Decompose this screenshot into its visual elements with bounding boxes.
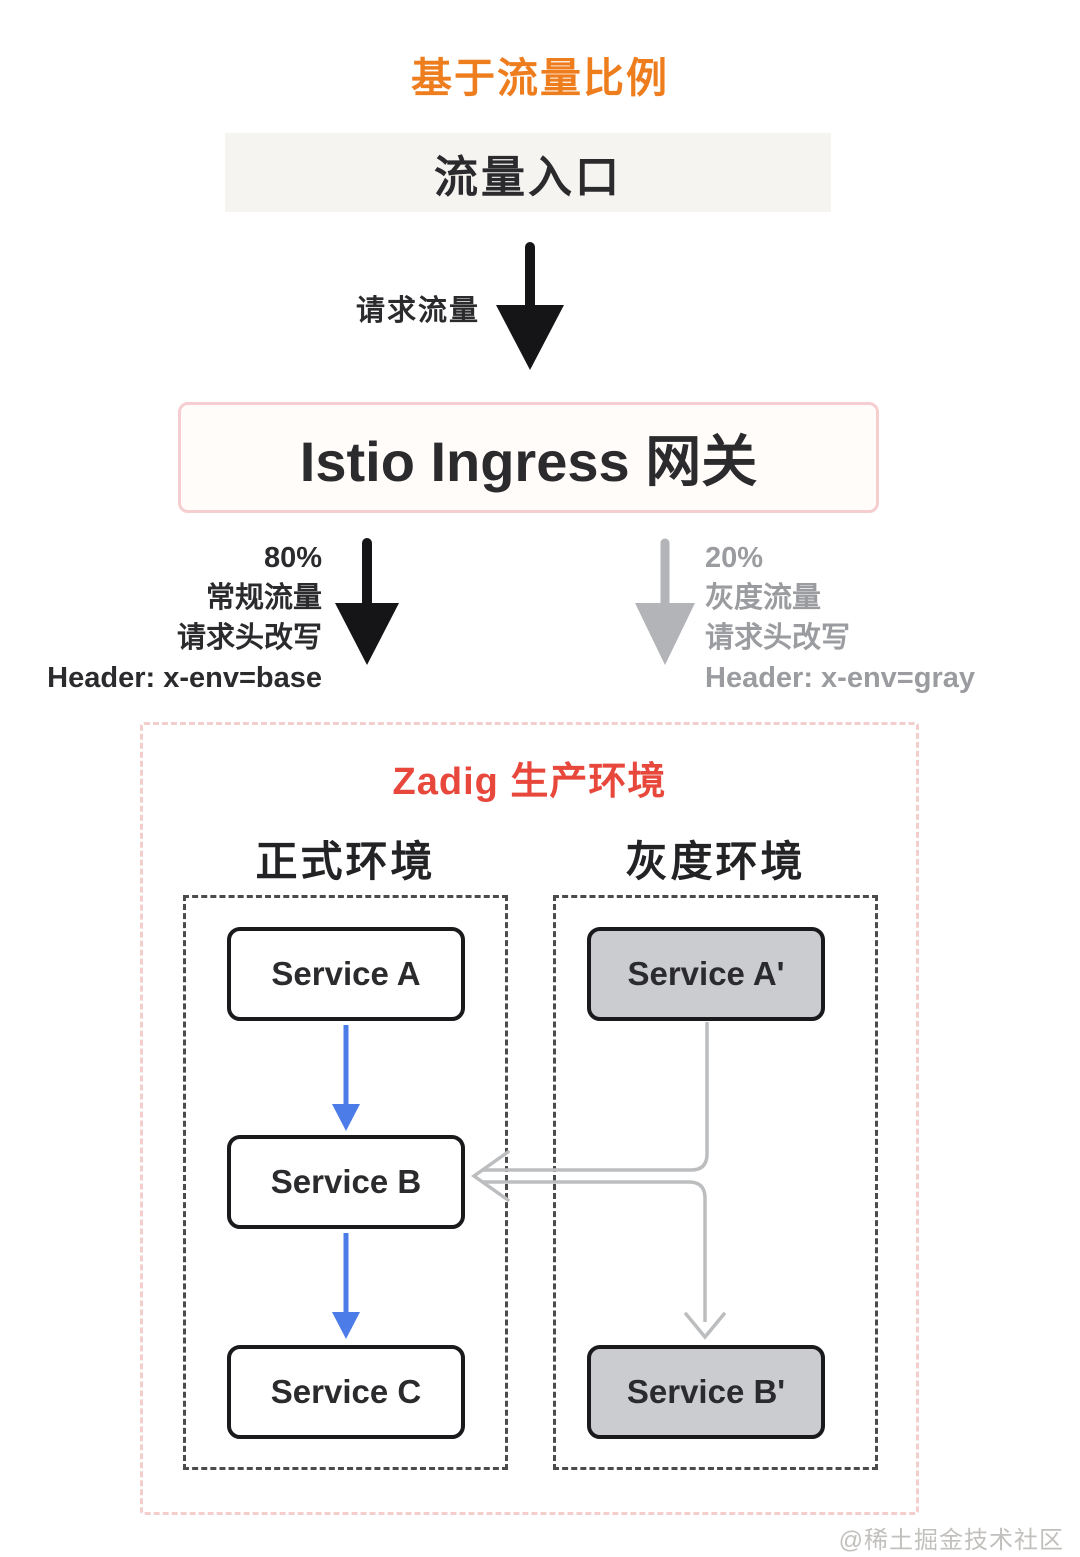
service-a-prime-node: Service A': [587, 927, 825, 1021]
base-branch-type: 常规流量: [205, 582, 322, 614]
traffic-entry-node: 流量入口: [225, 133, 831, 212]
formal-env-title: 正式环境: [255, 838, 436, 885]
gray-branch-arrow-icon: [635, 538, 695, 665]
request-flow-arrow-icon: [496, 242, 564, 370]
gray-env-title: 灰度环境: [625, 838, 806, 885]
base-branch-rewrite: 请求头改写: [176, 622, 322, 654]
traffic-entry-label: 流量入口: [434, 152, 622, 202]
service-b-prime-node: Service B': [587, 1345, 825, 1439]
base-branch-percent: 80%: [263, 542, 322, 574]
service-b-node: Service B: [227, 1135, 465, 1229]
service-a-node: Service A: [227, 927, 465, 1021]
service-c-node: Service C: [227, 1345, 465, 1439]
service-b-label: Service B: [270, 1163, 422, 1200]
zadig-production-container: [140, 722, 919, 1515]
page-title: 基于流量比例: [411, 55, 669, 101]
watermark: @稀土掘金技术社区: [838, 1527, 1064, 1554]
service-c-label: Service C: [270, 1373, 422, 1410]
service-b-prime-label: Service B': [626, 1373, 786, 1410]
service-a-label: Service A: [271, 955, 421, 992]
service-a-prime-label: Service A': [627, 955, 785, 992]
gray-branch-header: Header: x-env=gray: [705, 662, 975, 694]
base-branch-arrow-icon: [335, 538, 399, 665]
istio-ingress-gateway-node: Istio Ingress 网关: [178, 402, 879, 513]
gray-branch-labels: 20% 灰度流量 请求头改写 Header: x-env=gray: [705, 538, 1005, 698]
base-branch-labels: 80% 常规流量 请求头改写 Header: x-env=base: [40, 538, 322, 698]
zadig-production-title: Zadig 生产环境: [392, 761, 667, 803]
gray-branch-rewrite: 请求头改写: [705, 622, 851, 654]
gray-branch-percent: 20%: [705, 542, 764, 574]
gray-branch-type: 灰度流量: [705, 582, 822, 614]
istio-ingress-gateway-label: Istio Ingress 网关: [299, 430, 758, 493]
base-branch-header: Header: x-env=base: [47, 662, 322, 694]
request-traffic-label: 请求流量: [355, 295, 480, 327]
